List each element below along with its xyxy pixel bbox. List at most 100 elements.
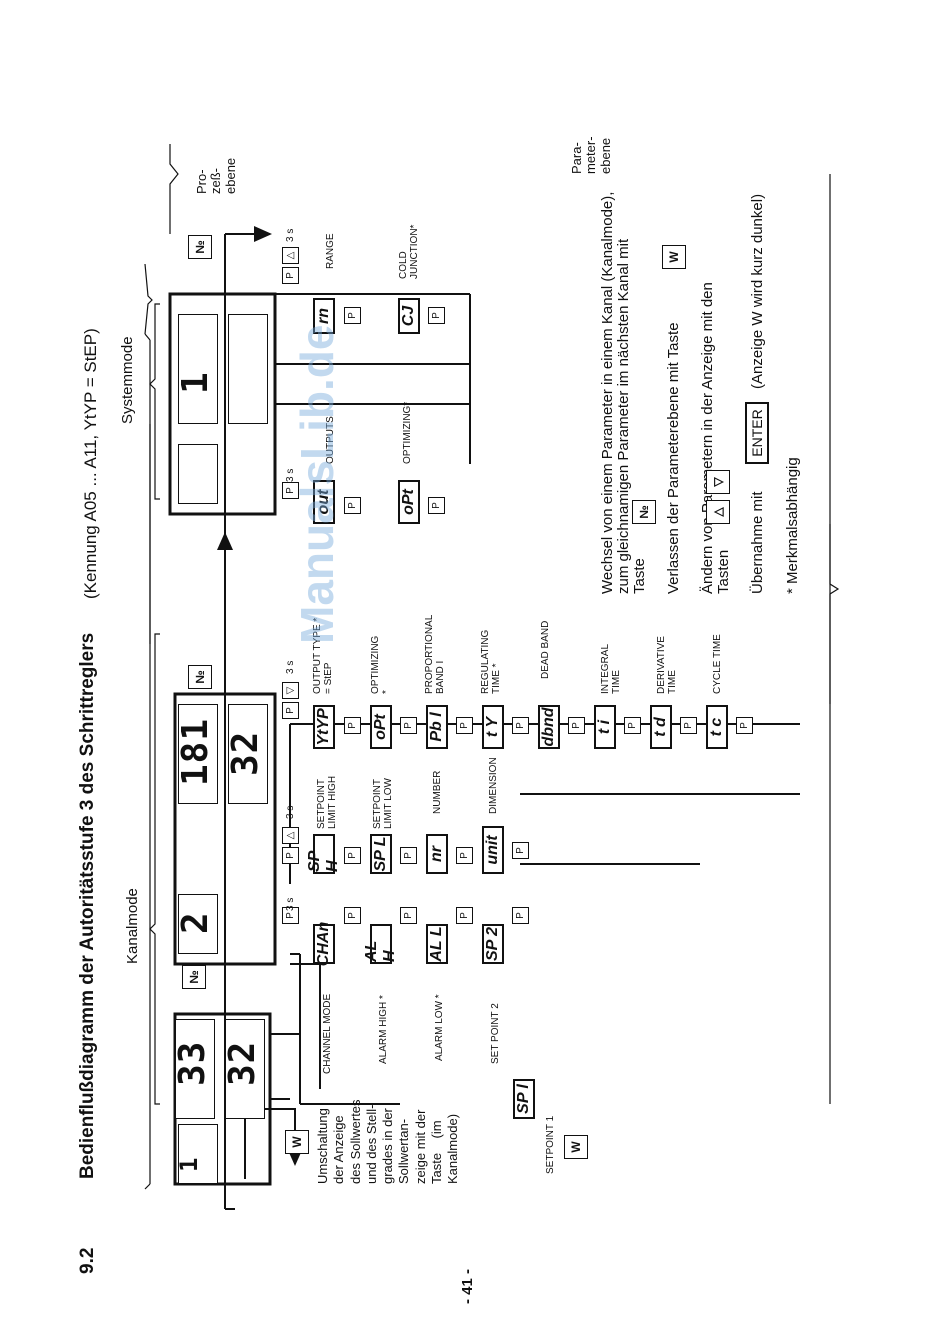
display-1-no: [178, 1124, 218, 1184]
kanalmode-label: Kanalmode: [124, 888, 141, 964]
code-sp-l: SP L: [370, 834, 392, 874]
code-sp-h: SP H: [306, 834, 341, 874]
code-ti: t i: [594, 705, 616, 749]
p-key[interactable]: P: [512, 717, 529, 734]
label-td: DERIVATIVE TIME: [656, 636, 678, 694]
no-key[interactable]: №: [188, 235, 212, 259]
label-al-l: ALARM LOW *: [434, 994, 445, 1061]
legend-line-7: Übernahme mit: [749, 491, 766, 594]
down-key[interactable]: ▽: [282, 682, 299, 699]
p-key[interactable]: P: [344, 307, 361, 324]
legend-line-2: zum gleichnamigen Parameter im nächsten …: [615, 238, 632, 594]
p-key[interactable]: P: [344, 497, 361, 514]
legend-line-7b: (Anzeige W wird kurz dunkel): [749, 193, 766, 389]
legend-line-3: Taste: [631, 558, 648, 594]
display-1-no-value: 1: [175, 1156, 203, 1172]
p-key[interactable]: P: [428, 307, 445, 324]
no-key[interactable]: №: [632, 500, 656, 524]
p-key[interactable]: P: [282, 702, 299, 719]
label-opt: OPTIMIZING *: [370, 635, 392, 694]
label-tc: CYCLE TIME: [712, 634, 723, 694]
p-key[interactable]: P: [344, 847, 361, 864]
label-setpoint-1: SETPOINT 1: [545, 1115, 556, 1174]
p-key[interactable]: P: [400, 847, 417, 864]
label-rn: RANGE: [325, 233, 336, 269]
code-ytyp: YtYP: [313, 705, 335, 749]
legend-line-4: Verlassen der Parameterebene mit Taste: [665, 322, 682, 594]
p-key[interactable]: P: [456, 907, 473, 924]
code-unit: unit: [482, 826, 504, 874]
no-key[interactable]: №: [188, 665, 212, 689]
label-nr: NUMBER: [432, 770, 443, 814]
w-key[interactable]: W: [662, 245, 686, 269]
parameter-level-label: Para- meter- ebene: [569, 136, 613, 174]
enter-key[interactable]: ENTER: [745, 402, 769, 464]
display-3-x-value: 1: [175, 371, 216, 394]
display-3-w: [228, 314, 268, 424]
label-sp-h: SETPOINT LIMIT HIGH: [316, 775, 338, 829]
code-ty: t Y: [482, 705, 504, 749]
three-seconds-label: 3 s: [285, 660, 296, 674]
code-opt: oPt: [370, 705, 392, 749]
w-key[interactable]: W: [564, 1135, 588, 1159]
code-nr: nr: [426, 834, 448, 874]
p-key[interactable]: P: [624, 717, 641, 734]
code-al-h: AL H: [363, 924, 398, 964]
section-number: 9.2: [77, 1247, 98, 1274]
code-dbnd: dbnd: [538, 705, 560, 749]
p-key[interactable]: P: [282, 847, 299, 864]
label-dbnd: DEAD BAND: [540, 620, 551, 679]
p-key[interactable]: P: [400, 907, 417, 924]
p-key[interactable]: P: [282, 267, 299, 284]
label-ty: REGULATING TIME *: [480, 629, 502, 694]
page-subtitle: (Kennung A05 ... A11, YtYP = StEP): [81, 328, 100, 599]
p-key[interactable]: P: [512, 907, 529, 924]
display-2-no-value: 2: [175, 911, 216, 934]
systemmode-label: Systemmode: [119, 336, 136, 424]
page-title: Bedienflußdiagramm der Autoritätsstufe 3…: [77, 632, 98, 1179]
label-pb1: PROPORTIONAL BAND I: [424, 614, 446, 694]
code-chan: CHAn: [313, 922, 335, 966]
code-setpoint-1: SP l: [513, 1079, 535, 1119]
legend-footnote: * Merkmalsabhängig: [784, 457, 801, 594]
up-key[interactable]: △: [706, 500, 730, 524]
p-key[interactable]: P: [344, 717, 361, 734]
label-sp-2: SET POINT 2: [490, 1003, 501, 1064]
code-cj: CJ: [398, 298, 420, 334]
p-key[interactable]: P: [456, 717, 473, 734]
p-key[interactable]: P: [736, 717, 753, 734]
p-key[interactable]: P: [456, 847, 473, 864]
display-2-x-value: 181: [175, 717, 216, 786]
no-key[interactable]: №: [182, 965, 206, 989]
label-ti: INTEGRAL TIME: [600, 643, 622, 694]
p-key[interactable]: P: [568, 717, 585, 734]
label-sys-opt: OPTIMIZING*: [402, 401, 413, 464]
p-key[interactable]: P: [680, 717, 697, 734]
process-level-label: Pro- zeß- ebene: [194, 157, 238, 194]
three-seconds-label: 3 s: [285, 897, 296, 911]
page-number: - 41 -: [459, 1268, 476, 1304]
label-al-h: ALARM HIGH *: [378, 995, 389, 1064]
label-cj: COLD JUNCTION*: [398, 224, 420, 279]
display-3-no: [178, 444, 218, 504]
p-key[interactable]: P: [512, 842, 529, 859]
code-pb1: Pb l: [426, 705, 448, 749]
display-3-x: [178, 314, 218, 424]
code-td: t d: [650, 705, 672, 749]
w-key-left[interactable]: W: [285, 1130, 309, 1154]
label-unit: DIMENSION: [488, 757, 499, 814]
p-key[interactable]: P: [344, 907, 361, 924]
p-key[interactable]: P: [400, 717, 417, 734]
p-key[interactable]: P: [428, 497, 445, 514]
up-key[interactable]: △: [282, 247, 299, 264]
code-sys-opt: oPt: [398, 480, 420, 524]
legend-line-5: Ändern von Parametern in der Anzeige mit…: [699, 282, 716, 594]
label-chan: CHANNEL MODE: [322, 993, 333, 1074]
up-key[interactable]: △: [282, 827, 299, 844]
code-tc: t c: [706, 705, 728, 749]
down-key[interactable]: ▽: [706, 470, 730, 494]
display-1-x-value: 33: [172, 1040, 213, 1086]
display-1-w-value: 32: [222, 1040, 263, 1086]
